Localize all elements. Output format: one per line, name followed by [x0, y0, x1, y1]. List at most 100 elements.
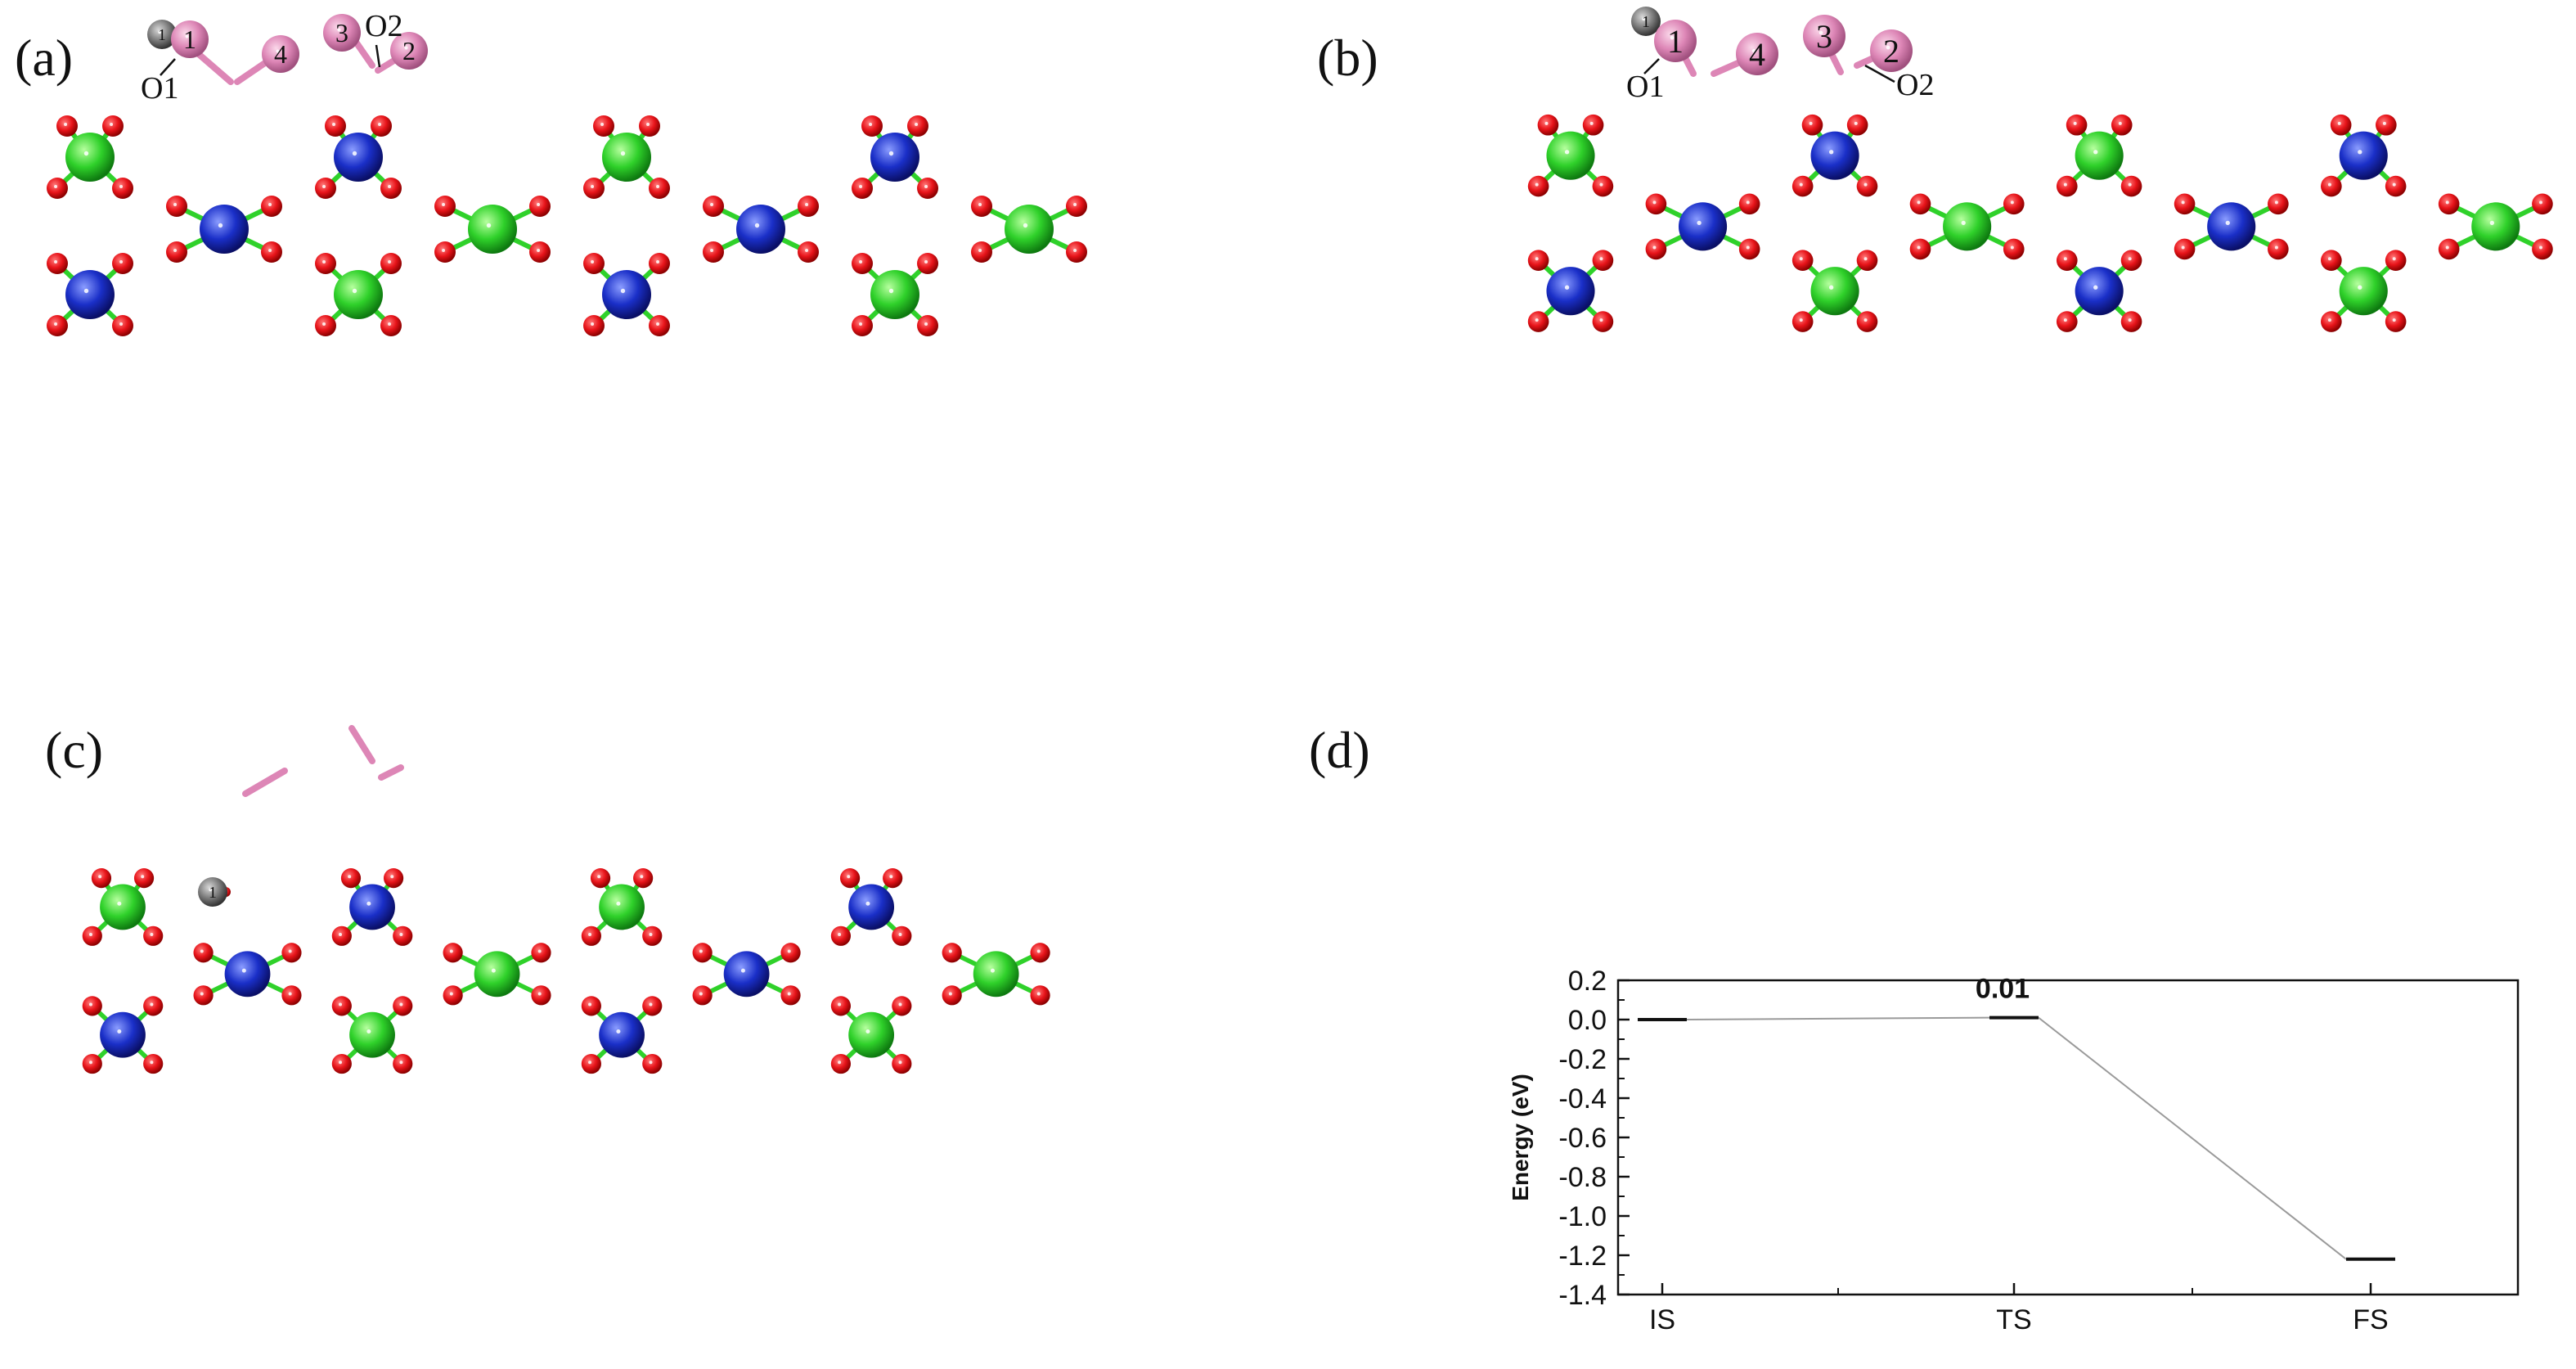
energy-chart: 0.20.0-0.2-0.4-0.6-0.8-1.0-1.2-1.4Energy…: [1508, 966, 2520, 1335]
leader-line: [160, 58, 176, 76]
metal-atom-blue: [1810, 131, 1859, 180]
bond: [242, 768, 288, 797]
metal-atom-green: [870, 270, 919, 319]
metal-atom-green: [1005, 205, 1054, 254]
atom-number-label: 4: [274, 39, 287, 69]
atom-number-label: 4: [1749, 36, 1765, 73]
oxygen-atom: [331, 1053, 352, 1074]
oxygen-atom: [133, 868, 155, 889]
atom-number-label: 2: [1883, 33, 1899, 70]
oxygen-atom: [2003, 238, 2025, 260]
leader-line: [1643, 58, 1660, 74]
ts-energy-annotation: 0.01: [1976, 974, 2030, 1005]
adsorbate-atom-pink: [1870, 29, 1913, 72]
oxygen-atom: [2438, 238, 2460, 260]
oxygen-atom: [315, 315, 336, 336]
oxygen-atom: [2120, 175, 2142, 197]
oxygen-atom: [1856, 311, 1878, 332]
metal-atom-blue: [723, 951, 770, 997]
metal-atom-green: [65, 133, 115, 182]
y-tick-label: -0.6: [1558, 1123, 1607, 1154]
metal-atom-blue: [2075, 267, 2124, 316]
panel-label-d: (d): [1309, 721, 1370, 779]
oxygen-atom: [1909, 193, 1931, 215]
oxygen-atom: [649, 178, 670, 199]
oxygen-atom: [581, 1053, 601, 1074]
oxygen-atom: [830, 1053, 852, 1074]
oxygen-atom: [434, 196, 456, 217]
adsorbate-atom-pink: [1803, 15, 1845, 57]
leader-line: [375, 44, 381, 68]
metal-atom-green: [602, 133, 651, 182]
oxygen-atom: [2003, 193, 2025, 215]
oxygen-atom: [1030, 943, 1050, 963]
oxygen-atom: [642, 1053, 663, 1074]
connector-line: [1686, 1016, 1990, 1020]
oxygen-atom: [2321, 175, 2342, 197]
oxygen-atom: [1527, 175, 1549, 197]
metal-atom-green: [474, 951, 520, 997]
oxygen-atom: [892, 925, 912, 946]
oxygen-atom: [649, 315, 670, 336]
oxygen-atom: [1856, 175, 1878, 197]
oxygen-atom: [380, 315, 402, 336]
oxygen-site-label: O2: [1896, 68, 1934, 102]
oxygen-atom: [529, 241, 551, 263]
bond: [378, 764, 404, 781]
atom-number-label: 2: [402, 36, 416, 65]
y-tick-label: -1.2: [1558, 1241, 1607, 1272]
oxygen-atom: [1592, 175, 1614, 197]
oxygen-atom: [649, 253, 670, 274]
oxygen-atom: [590, 868, 611, 889]
oxygen-atom: [261, 241, 282, 263]
oxygen-atom: [1066, 196, 1087, 217]
oxygen-atom: [798, 241, 819, 263]
metal-atom-blue: [224, 951, 271, 997]
adsorbate-atom-gray: [198, 877, 227, 907]
oxygen-atom: [1527, 311, 1549, 332]
oxygen-atom: [112, 315, 133, 336]
x-tick-label: TS: [1996, 1304, 2031, 1335]
oxygen-atom: [393, 1053, 413, 1074]
metal-atom-blue: [2339, 131, 2388, 180]
oxygen-atom: [166, 241, 187, 263]
oxygen-atom: [82, 996, 102, 1016]
oxygen-atom: [102, 115, 124, 137]
adsorbate-atom-pink: [323, 14, 361, 52]
adsorbate-atom-pink: [1654, 20, 1697, 62]
metal-atom-blue: [736, 205, 785, 254]
metal-atom-blue: [65, 270, 115, 319]
metal-atom-green: [2471, 202, 2520, 251]
y-tick-label: 0.2: [1568, 966, 1607, 997]
oxygen-atom: [2174, 193, 2196, 215]
oxygen-atom: [143, 925, 164, 946]
adsorbate-atom-pink: [390, 32, 428, 70]
oxygen-atom: [1527, 250, 1549, 272]
oxygen-atom: [2321, 250, 2342, 272]
atom-number-label: 1: [1667, 23, 1684, 60]
y-tick-label: -1.0: [1558, 1201, 1607, 1232]
metal-atom-green: [973, 951, 1019, 997]
oxygen-atom: [143, 1053, 164, 1074]
oxygen-atom: [82, 925, 102, 946]
metal-atom-green: [349, 1011, 395, 1058]
oxygen-atom: [1645, 193, 1667, 215]
metal-atom-blue: [870, 133, 919, 182]
oxygen-atom: [380, 178, 402, 199]
oxygen-atom: [639, 115, 660, 137]
metal-atom-green: [2339, 267, 2388, 316]
oxygen-atom: [1801, 114, 1823, 136]
metal-atom-blue: [602, 270, 651, 319]
atom-number-label: 3: [335, 18, 348, 47]
oxygen-atom: [581, 996, 601, 1016]
metal-atom-green: [1546, 131, 1595, 180]
x-tick-label: FS: [2353, 1304, 2388, 1335]
oxygen-atom: [907, 115, 928, 137]
oxygen-atom: [2330, 114, 2352, 136]
oxygen-atom: [383, 868, 404, 889]
oxygen-atom: [642, 925, 663, 946]
